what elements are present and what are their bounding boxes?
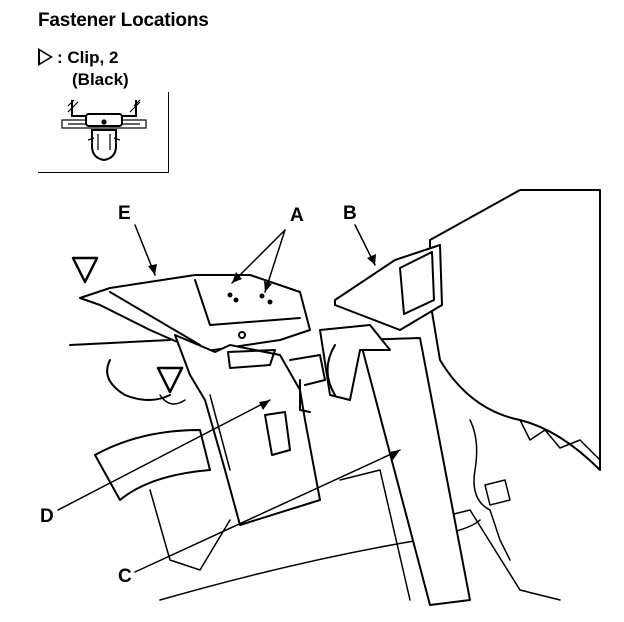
bracket-e <box>79 274 311 353</box>
legend-color-label: (Black) <box>72 70 129 89</box>
callout-d: D <box>40 506 54 527</box>
legend-clip-text: : Clip, 2 <box>57 48 119 67</box>
panel-b <box>429 189 601 471</box>
open-triangle-icon <box>38 48 53 66</box>
console-outline <box>69 339 171 401</box>
clip-marker-2 <box>156 366 184 394</box>
page-title: Fastener Locations <box>38 10 209 31</box>
pillar-c <box>359 337 471 606</box>
callout-c: C <box>118 566 132 587</box>
clip-detail-inset <box>38 92 169 173</box>
bracket-d <box>174 334 321 526</box>
clip-detail-drawing <box>61 99 147 162</box>
callout-a: A <box>290 205 304 226</box>
callout-e: E <box>118 203 131 224</box>
clip-marker-1 <box>71 256 99 284</box>
callout-b: B <box>343 203 357 224</box>
legend-clip-label: : Clip, 2 <box>38 48 118 68</box>
